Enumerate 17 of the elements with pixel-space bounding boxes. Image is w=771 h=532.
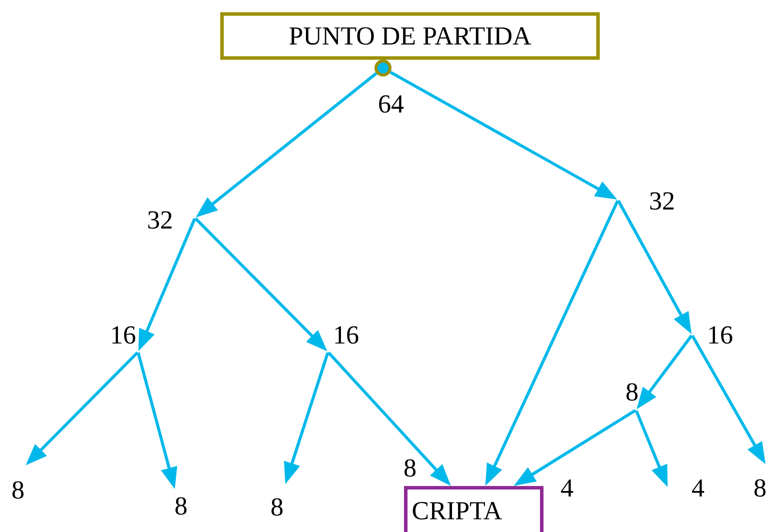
count-label: 8 (626, 383, 638, 401)
edge-label: 8 (402, 458, 418, 478)
count-label: 8 (271, 498, 283, 516)
count-label: 32 (650, 192, 674, 210)
count-label: 8 (12, 481, 24, 499)
label-box: CRIPTA (404, 486, 544, 532)
count-label: 4 (692, 479, 704, 497)
count-label: 16 (709, 326, 732, 344)
count-label: 64 (379, 95, 404, 113)
count-label: 16 (335, 326, 358, 344)
count-label: 32 (148, 211, 172, 229)
count-label: 8 (175, 497, 187, 515)
edge-label: 4 (560, 478, 574, 498)
count-label: 16 (112, 326, 136, 344)
label-box: PUNTO DE PARTIDA (220, 12, 600, 60)
count-label: 8 (754, 479, 766, 497)
start-dot (374, 60, 392, 76)
